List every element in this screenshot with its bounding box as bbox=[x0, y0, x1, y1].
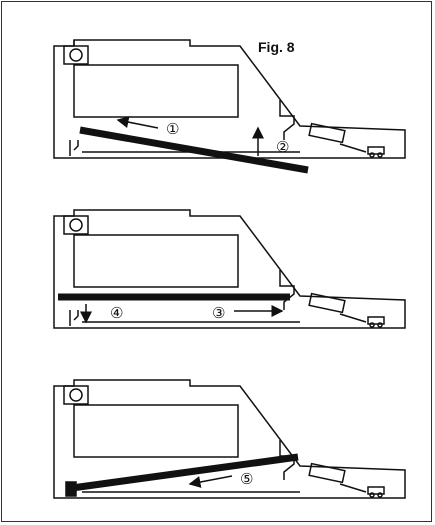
plate-3 bbox=[71, 453, 299, 492]
panel-3 bbox=[53, 379, 406, 499]
inner-box bbox=[73, 234, 239, 288]
plate-1 bbox=[79, 126, 309, 174]
hinge-square bbox=[63, 215, 89, 235]
inner-box bbox=[73, 64, 239, 118]
hinge-circle bbox=[69, 388, 83, 402]
hinge-square bbox=[63, 45, 89, 65]
inner-box bbox=[73, 404, 239, 458]
hinge-square bbox=[63, 385, 89, 405]
panel-1 bbox=[53, 39, 406, 174]
hinge-circle bbox=[69, 48, 83, 62]
housing-outline bbox=[53, 39, 406, 159]
figure-label: Fig. 8 bbox=[258, 39, 295, 55]
step-2-label: ② bbox=[276, 138, 289, 156]
step-5-label: ⑤ bbox=[240, 470, 253, 488]
housing-outline bbox=[53, 379, 406, 499]
panel-2 bbox=[53, 209, 406, 329]
hinge-circle bbox=[69, 218, 83, 232]
step-3-label: ③ bbox=[212, 304, 225, 322]
arrow-5 bbox=[188, 475, 233, 488]
step-4-label: ④ bbox=[110, 304, 123, 322]
step-1-label: ① bbox=[166, 120, 179, 138]
housing-outline bbox=[53, 209, 406, 329]
arrow-1 bbox=[116, 116, 159, 129]
